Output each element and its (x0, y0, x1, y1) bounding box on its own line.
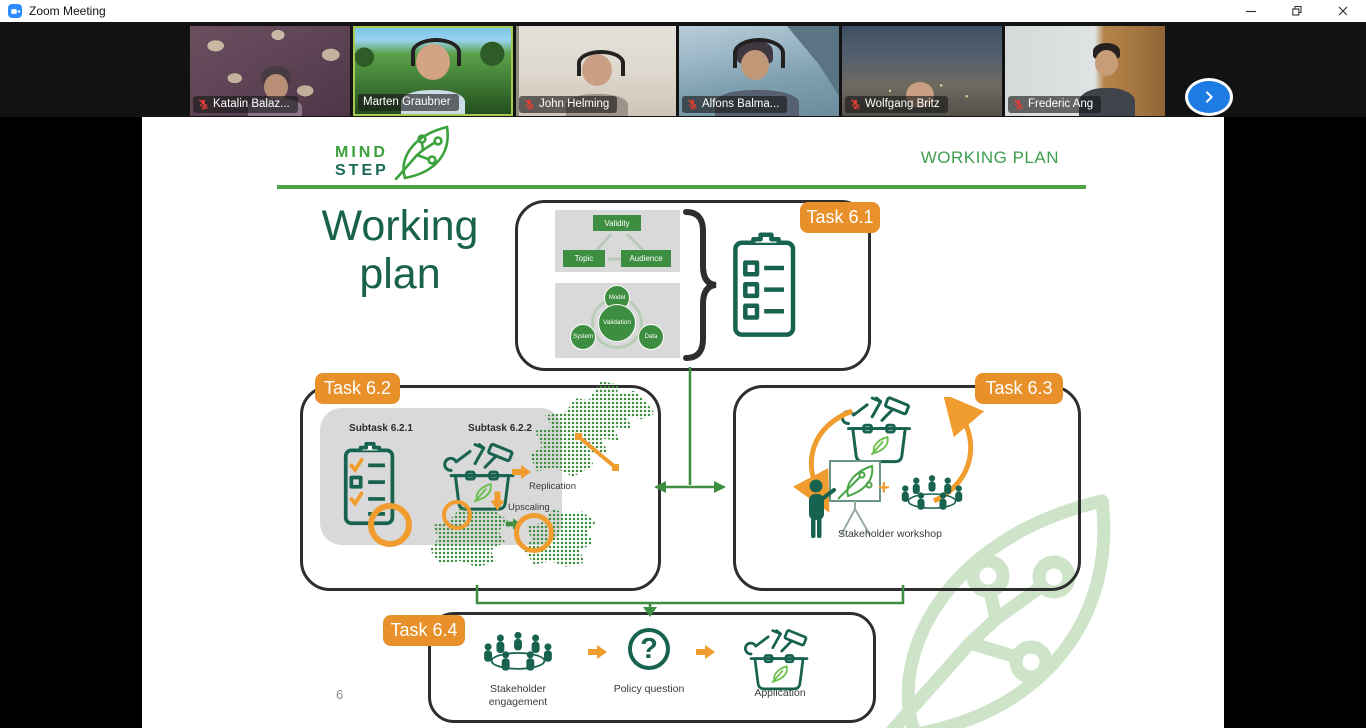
slide-title: Working plan (321, 202, 479, 299)
highlight-circle (368, 503, 412, 547)
close-icon (1338, 6, 1348, 16)
next-participants-button[interactable] (1185, 78, 1233, 116)
logo-text-mind: MIND (335, 144, 388, 161)
cycle-validation: Validation (598, 304, 636, 342)
minimize-button[interactable] (1228, 0, 1274, 22)
participant-name-badge: Katalin Balaz... (193, 96, 298, 113)
validation-cycle-panel: Model Validation System Data (555, 283, 680, 358)
headphones (577, 50, 625, 76)
stakeholder-workshop-caption: Stakeholder workshop (838, 528, 942, 540)
subtask-1-label: Subtask 6.2.1 (349, 423, 413, 434)
chevron-right-icon (1206, 91, 1213, 103)
task-6-1-box (515, 200, 871, 371)
question-mark-icon: ? (628, 628, 670, 670)
participant-name: Katalin Balaz... (213, 98, 290, 110)
video-tile-wolfgang[interactable]: Wolfgang Britz (842, 26, 1002, 116)
close-button[interactable] (1320, 0, 1366, 22)
leaf-circuit-watermark (885, 494, 1111, 728)
magnifier-circle (514, 513, 554, 553)
cycle-system: System (570, 324, 596, 350)
mic-muted-icon (198, 99, 209, 110)
participant-name-badge: Frederic Ang (1008, 96, 1102, 113)
window-title: Zoom Meeting (29, 4, 106, 18)
participant-name: Frederic Ang (1028, 98, 1094, 110)
curly-brace (683, 209, 717, 361)
participant-name: Alfons Balma... (702, 98, 780, 110)
policy-question-caption: Policy question (613, 683, 685, 695)
shared-screen-slide: MIND STEP WORKING PLAN Working plan Task… (142, 117, 1224, 728)
cycle-data: Data (638, 324, 664, 350)
task-6-4-badge: Task 6.4 (383, 615, 465, 646)
presenter-flipchart-icon (809, 460, 881, 538)
window-controls (1228, 0, 1366, 22)
matrix-arrows (595, 232, 645, 261)
arrow-right-replication (512, 465, 531, 479)
toolbox-icon (740, 626, 818, 692)
slide-page-number: 6 (336, 687, 344, 702)
leaf-circuit-icon (394, 125, 449, 180)
mic-muted-icon (1013, 99, 1024, 110)
window-titlebar: Zoom Meeting (0, 0, 1366, 22)
task-6-1-badge: Task 6.1 (800, 202, 880, 233)
application-caption: Application (754, 687, 806, 699)
upscaling-label: Upscaling (508, 502, 550, 513)
matrix-audience: Audience (621, 250, 671, 267)
people-group-icon (899, 474, 965, 514)
matrix-topic: Topic (563, 250, 605, 267)
participant-name: John Helming (539, 98, 610, 110)
task-6-3-box (733, 385, 1081, 591)
validity-matrix-panel: Validity Topic Audience (555, 210, 680, 272)
clipboard-checklist-icon (730, 225, 802, 347)
mic-muted-icon (524, 99, 535, 110)
minimize-icon (1246, 10, 1256, 13)
restore-button[interactable] (1274, 0, 1320, 22)
replication-label: Replication (529, 481, 576, 492)
restore-icon (1292, 6, 1302, 16)
video-tile-marten[interactable]: Marten Graubner (353, 26, 513, 116)
participant-name-badge: John Helming (519, 96, 618, 113)
participant-name-badge: Marten Graubner (358, 94, 459, 111)
slide-header-title: WORKING PLAN (920, 148, 1059, 167)
participant-name-badge: Wolfgang Britz (845, 96, 948, 113)
task-6-2-badge: Task 6.2 (315, 373, 400, 404)
participant-face (264, 74, 288, 100)
logo-text-step: STEP (335, 162, 389, 179)
participant-name: Marten Graubner (363, 96, 451, 108)
matrix-validity: Validity (593, 215, 641, 231)
mic-muted-icon (687, 99, 698, 110)
video-tile-alfons[interactable]: Alfons Balma... (679, 26, 839, 116)
headphones (733, 38, 785, 68)
zoom-camera-icon (8, 4, 22, 18)
video-tile-katalin[interactable]: Katalin Balaz... (190, 26, 350, 116)
plus-sign: + (878, 477, 890, 499)
arrow-down-upscaling (490, 491, 505, 511)
participant-face (1095, 50, 1118, 76)
participant-name: Wolfgang Britz (865, 98, 940, 110)
map-annotation-line (575, 433, 619, 471)
headphones (411, 38, 461, 66)
arrow-right-orange (696, 645, 715, 659)
task-6-3-badge: Task 6.3 (975, 373, 1063, 404)
participant-name-badge: Alfons Balma... (682, 96, 788, 113)
people-group-icon (479, 631, 557, 675)
mic-muted-icon (850, 99, 861, 110)
video-tile-john[interactable]: John Helming (516, 26, 676, 116)
stakeholder-engagement-caption: Stakeholder engagement (488, 683, 548, 709)
header-divider (277, 185, 1086, 189)
zoom-circle-small (442, 500, 472, 530)
participant-video-strip: Katalin Balaz... Marten Graubner John He… (0, 22, 1366, 117)
subtask-2-label: Subtask 6.2.2 (468, 423, 532, 434)
video-tile-frederic[interactable]: Frederic Ang (1005, 26, 1165, 116)
arrow-right-orange (588, 645, 607, 659)
